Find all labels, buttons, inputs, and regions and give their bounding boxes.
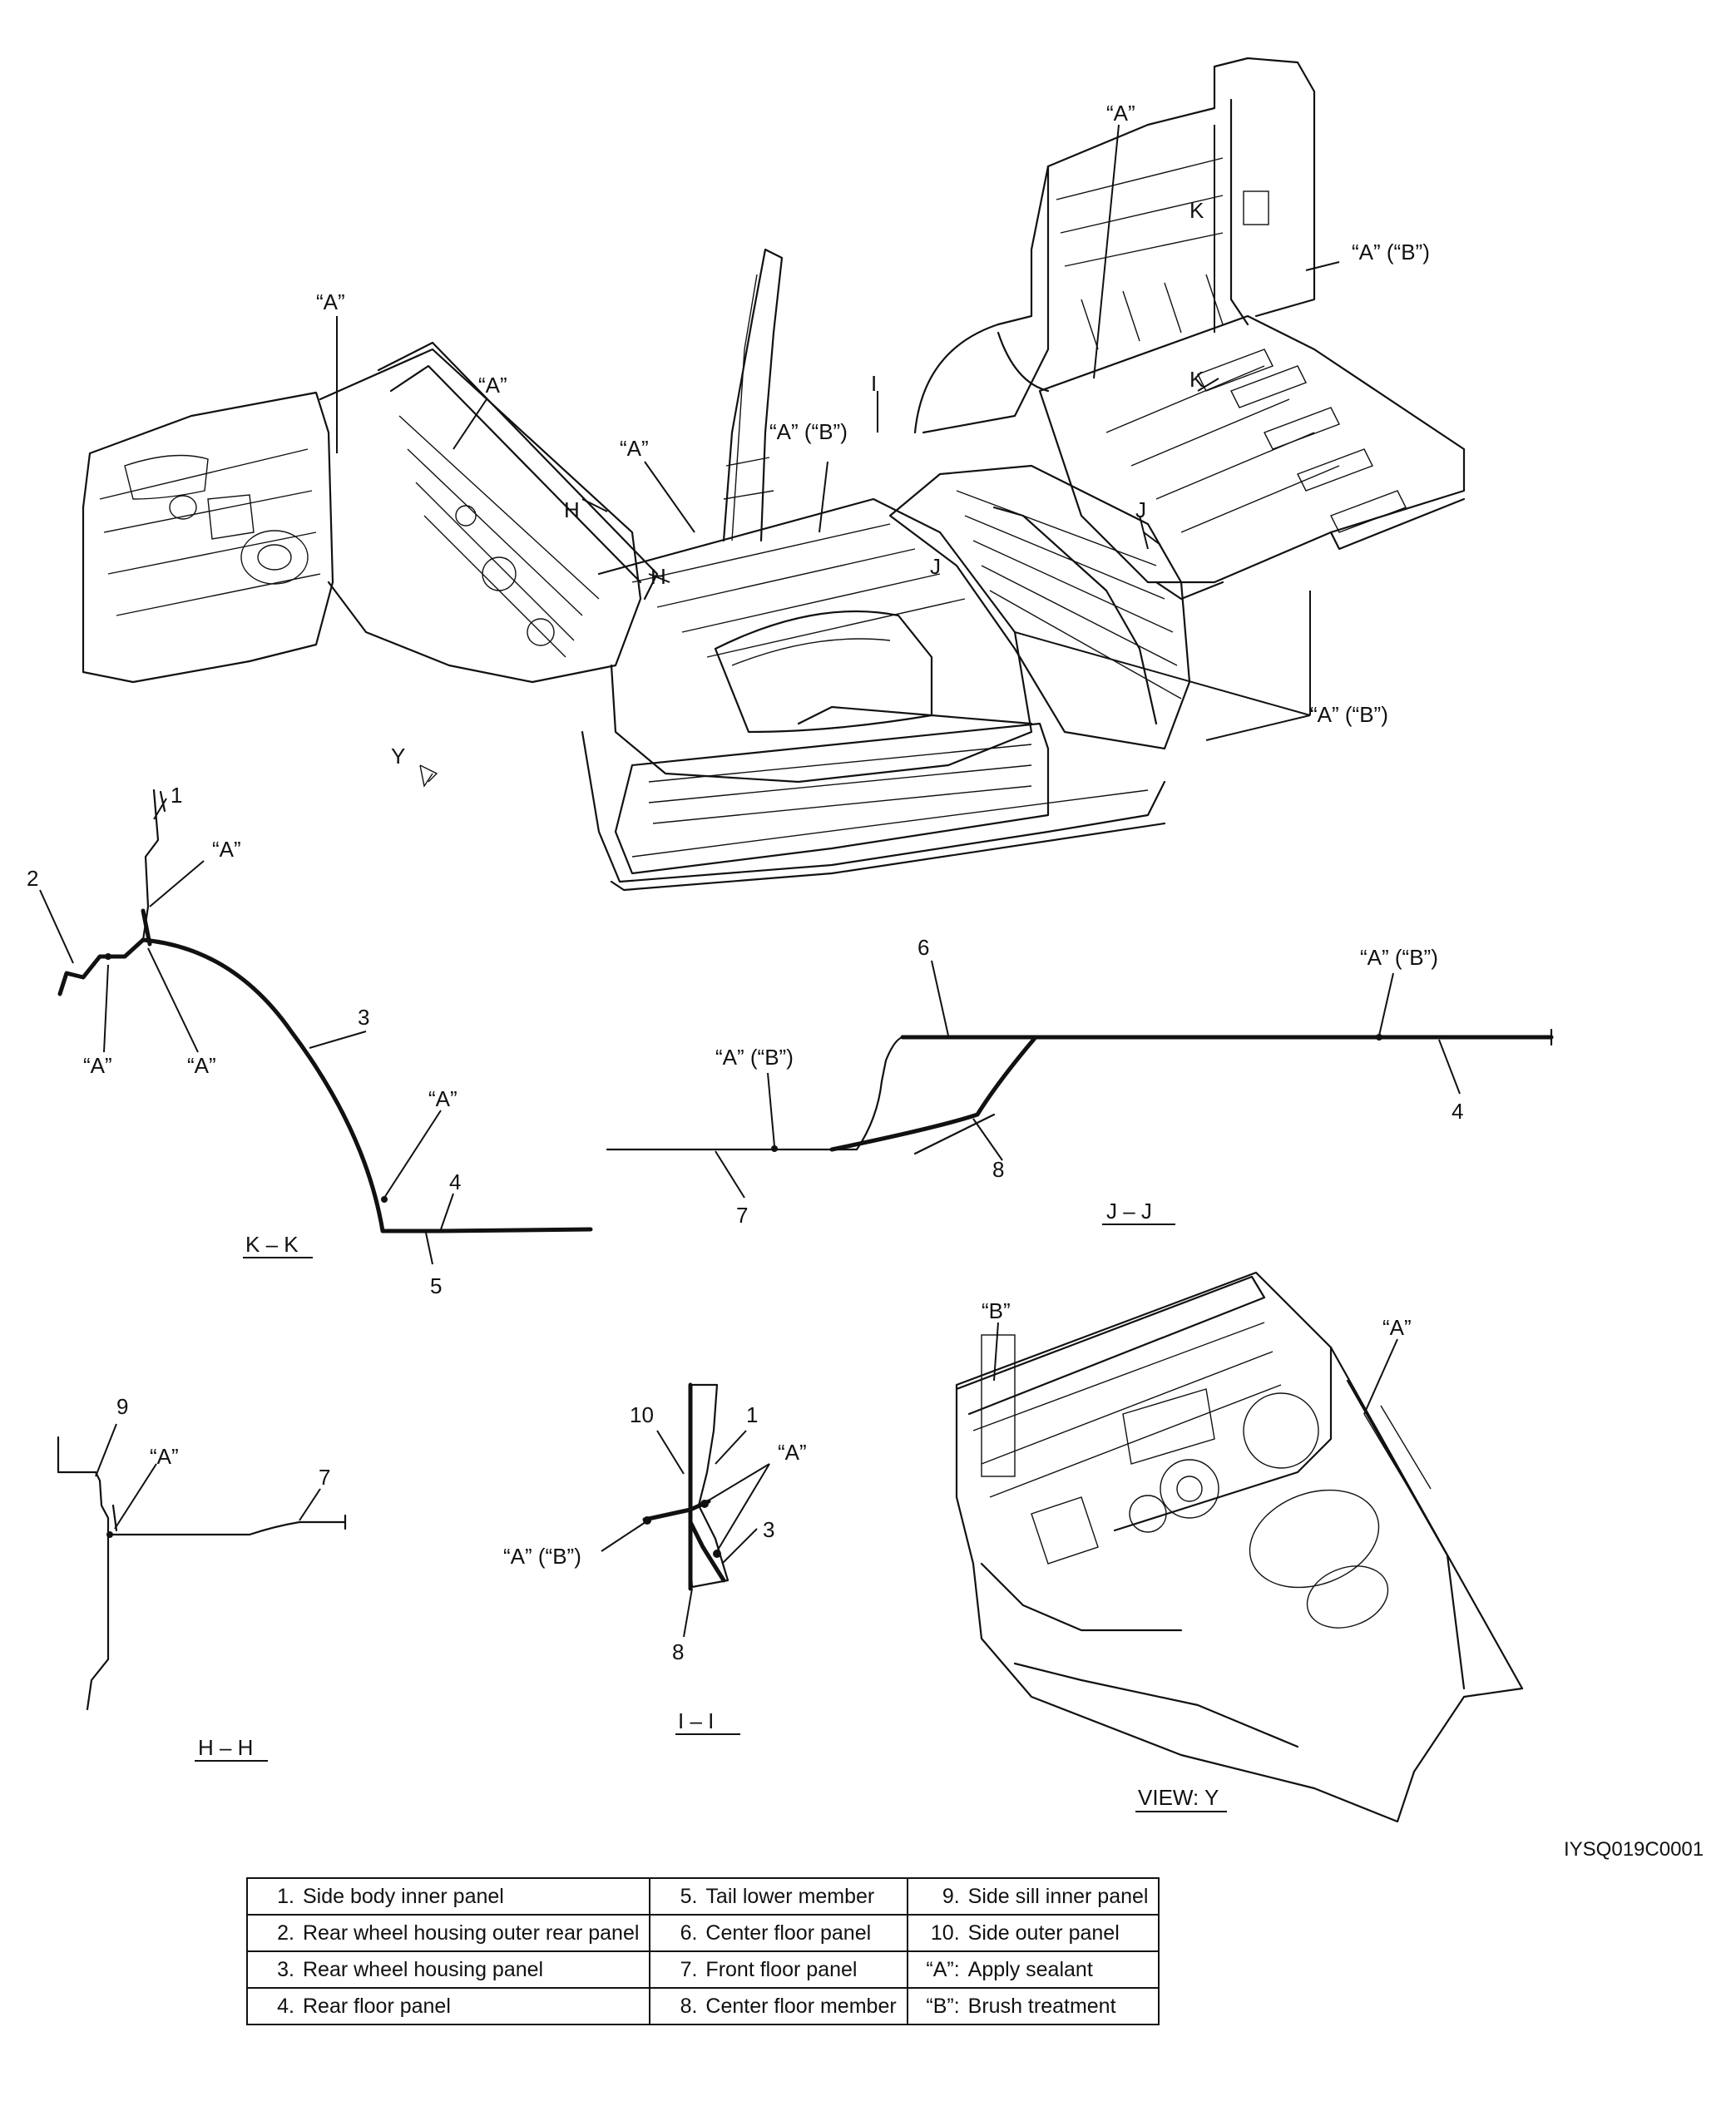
legend-text: Side outer panel [967,1921,1120,1945]
section-k-k: 1 2 “A” “A” “A” 3 “A” 4 5 K – K [27,783,593,1298]
legend-text: Center floor member [705,1994,897,2018]
kk-part-4: 4 [449,1169,461,1194]
legend-text: Side body inner panel [303,1884,504,1908]
kk-part-5: 5 [430,1273,442,1298]
section-mark-k-bottom: K [1189,367,1204,392]
callout-a-cowl: “A” [478,373,507,398]
callout-ab-rear-floor: “A” (“B”) [1310,702,1388,727]
callout-a-pillar: “A” [620,436,649,461]
view-arrow-y: Y [391,744,405,769]
kk-part-2: 2 [27,866,38,891]
legend-cell: “B”: Brush treatment [906,1987,1160,2025]
legend-num: 1. [277,1884,294,1908]
legend-cell: 4. Rear floor panel [245,1987,651,2025]
legend-num: 9. [942,1884,960,1908]
legend-num: 4. [277,1994,294,2018]
callout-a-cowl-left: “A” [316,289,345,314]
jj-callout-ab-right: “A” (“B”) [1360,945,1438,970]
legend-cell: 1. Side body inner panel [245,1877,651,1916]
kk-callout-a-left: “A” [83,1053,112,1078]
legend-num: “B”: [926,1994,960,2018]
main-body-isometric [82,57,1466,892]
section-j-j: 6 “A” (“B”) 4 “A” (“B”) 7 8 J – J [606,935,1554,1228]
ii-callout-ab: “A” (“B”) [503,1544,581,1569]
view-y: “B” “A” VIEW: Y [955,1271,1524,1823]
jj-part-4: 4 [1452,1099,1463,1124]
legend-num: 10. [930,1921,960,1945]
legend-cell: 2. Rear wheel housing outer rear panel [245,1914,651,1952]
jj-part-7: 7 [736,1203,748,1228]
callout-ab-rear-side: “A” (“B”) [1352,240,1430,264]
jj-view-title: J – J [1106,1199,1152,1224]
legend-cell: 7. Front floor panel [649,1950,908,1989]
legend-row: 2. Rear wheel housing outer rear panel 6.… [245,1914,1160,1952]
legend-row: 4. Rear floor panel 8. Center floor member… [245,1987,1160,2025]
image-code: IYSQ019C0001 [1564,1838,1704,1861]
legend-text: Rear wheel housing panel [303,1957,544,1981]
section-mark-j-bottom: J [930,554,941,579]
legend-num: 6. [680,1921,698,1945]
legend-cell: 6. Center floor panel [649,1914,908,1952]
legend-cell: 10. Side outer panel [906,1914,1160,1952]
main-view-leaders [336,124,1340,788]
hh-callout-a: “A” [150,1444,179,1469]
ii-part-1: 1 [746,1402,758,1427]
legend-text: Tail lower member [705,1884,875,1908]
section-h-h: 9 “A” 7 H – H [57,1394,347,1762]
kk-view-title: K – K [245,1232,299,1257]
ii-part-8: 8 [672,1639,684,1664]
legend-row: 1. Side body inner panel 5. Tail lower mem… [245,1877,1160,1916]
view-y-callout-a: “A” [1382,1315,1412,1340]
ii-part-3: 3 [763,1517,774,1542]
legend-text: Brush treatment [967,1994,1116,2018]
section-mark-h-top: H [564,497,580,522]
legend-text: Rear floor panel [303,1994,451,2018]
ii-part-10: 10 [630,1402,654,1427]
kk-callout-a-mid: “A” [187,1053,216,1078]
legend-row: 3. Rear wheel housing panel 7. Front floor… [245,1950,1160,1989]
jj-part-8: 8 [992,1157,1004,1182]
kk-part-1: 1 [171,783,182,808]
callout-ab-center: “A” (“B”) [769,419,848,444]
legend-text: Center floor panel [705,1921,872,1945]
ii-view-title: I – I [678,1708,714,1733]
legend-text: Side sill inner panel [967,1884,1149,1908]
jj-callout-ab-left: “A” (“B”) [715,1045,794,1070]
hh-part-7: 7 [319,1465,330,1490]
section-mark-i: I [871,371,877,396]
kk-callout-a-top: “A” [212,837,241,862]
section-mark-h-bottom: H [650,564,666,589]
section-mark-k-top: K [1189,198,1204,223]
legend-text: Apply sealant [967,1957,1093,1981]
view-y-callout-b: “B” [982,1298,1011,1323]
kk-callout-a-low: “A” [428,1086,457,1111]
legend-num: 7. [680,1957,698,1981]
legend-cell: “A”: Apply sealant [906,1950,1160,1989]
legend-num: “A”: [926,1957,960,1981]
legend-num: 8. [680,1994,698,2018]
legend-table: 1. Side body inner panel 5. Tail lower mem… [245,1877,1160,2025]
jj-part-6: 6 [917,935,929,960]
hh-view-title: H – H [198,1735,253,1760]
legend-cell: 9. Side sill inner panel [906,1877,1160,1916]
view-y-title: VIEW: Y [1138,1785,1219,1810]
main-view-labels: “A” “A” “A” “A” (“B”) “A” “A” (“B”) “A” … [316,101,1430,769]
callout-a-rear-top: “A” [1106,101,1135,126]
legend-cell: 8. Center floor member [649,1987,908,2025]
legend-cell: 3. Rear wheel housing panel [245,1950,651,1989]
legend-num: 2. [277,1921,294,1945]
legend-text: Front floor panel [705,1957,858,1981]
kk-part-3: 3 [358,1005,369,1030]
legend-num: 5. [680,1884,698,1908]
legend-text: Rear wheel housing outer rear panel [303,1921,640,1945]
legend-cell: 5. Tail lower member [649,1877,908,1916]
legend-num: 3. [277,1957,294,1981]
section-i-i: 10 1 “A” 3 “A” (“B”) 8 I – I [503,1382,807,1735]
hh-part-9: 9 [116,1394,128,1419]
section-mark-j-top: J [1135,497,1146,522]
ii-callout-a: “A” [778,1440,807,1465]
